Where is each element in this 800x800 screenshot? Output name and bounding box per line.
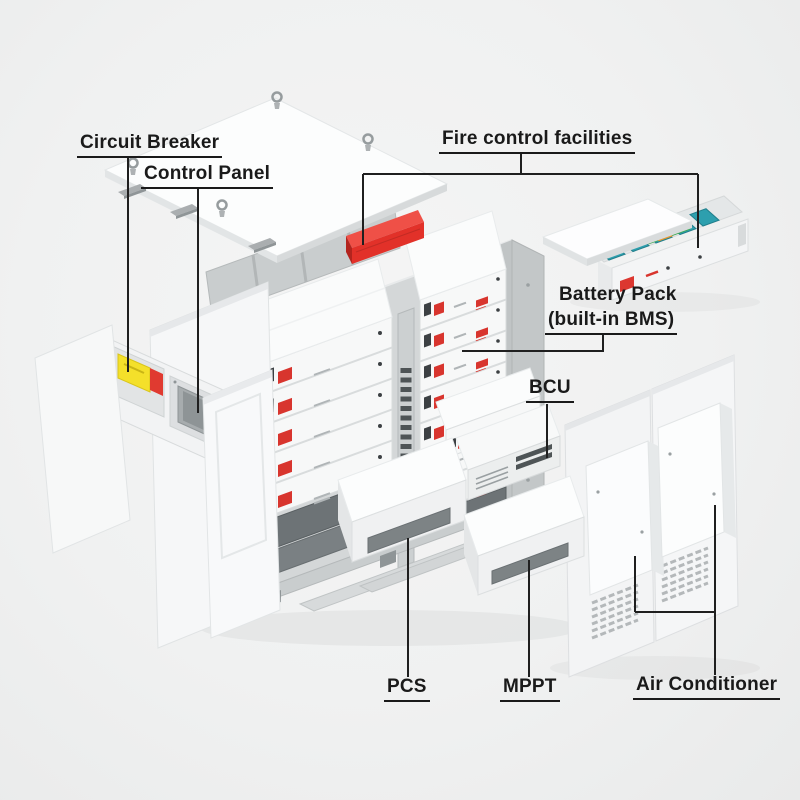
fire-suppression-module <box>346 210 424 264</box>
pack-lid <box>541 198 694 266</box>
circuit-breaker-switch <box>117 353 151 393</box>
stack-top <box>405 210 507 301</box>
label-circuit-breaker: Circuit Breaker <box>77 132 223 158</box>
left-panels-group <box>34 157 281 649</box>
pack-connector <box>620 276 634 292</box>
label-mppt: MPPT <box>500 676 560 702</box>
label-pcs: PCS <box>384 676 430 702</box>
roof-edge <box>105 170 277 263</box>
label-battery-pack: Battery Pack <box>559 284 677 305</box>
leader-lines <box>127 154 716 677</box>
pack-front <box>611 218 749 301</box>
pcs-drawer <box>337 437 467 563</box>
label-air-conditioner: Air Conditioner <box>633 674 781 700</box>
louver-vent <box>661 546 709 603</box>
leader-battery-pack <box>462 334 604 352</box>
leader-fire-control <box>362 154 699 248</box>
mppt-drawer <box>463 475 585 596</box>
pcs-vent-slot <box>367 507 451 554</box>
label-built-in-bms: (built-in BMS) <box>545 309 678 335</box>
ac-unit-right <box>657 402 736 558</box>
door-recess <box>214 392 268 560</box>
leader-air-conditioner <box>634 505 716 675</box>
front-door-panel <box>202 369 281 639</box>
louver-vent <box>591 583 639 640</box>
breaker-red-tip <box>150 368 163 396</box>
label-fire-control: Fire control facilities <box>439 128 636 154</box>
cabinet-shadow <box>200 610 580 646</box>
rear-doors <box>564 354 739 678</box>
label-bcu: BCU <box>526 377 574 403</box>
side-cover-panel <box>34 324 131 554</box>
label-control-panel: Control Panel <box>141 163 274 189</box>
